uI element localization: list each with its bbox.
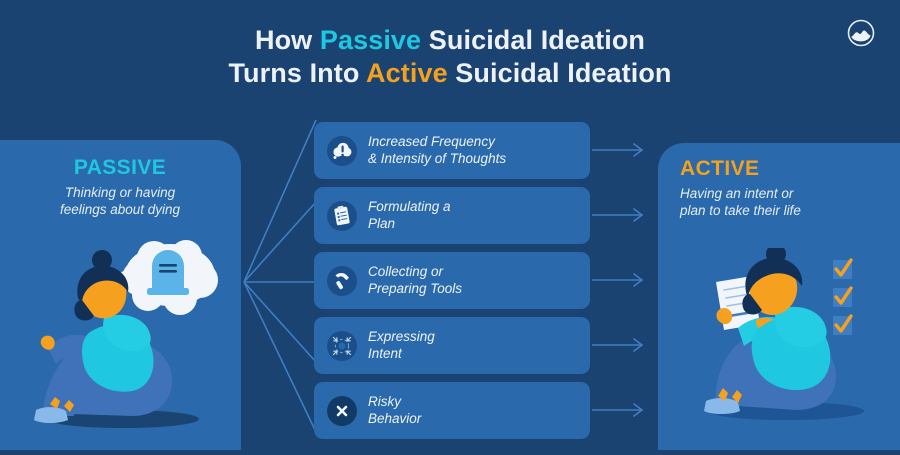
step-5-line-1: Risky — [368, 394, 401, 409]
passive-kicker: PASSIVE — [73, 156, 167, 179]
title-line2-pre: Turns Into — [228, 58, 367, 88]
title-line1-post: Suicidal Ideation — [421, 25, 646, 55]
checkmark-list — [833, 258, 853, 335]
active-illustration — [678, 244, 898, 450]
target-inward-arrows-icon — [327, 330, 357, 361]
clipboard-checklist-icon — [327, 200, 357, 231]
step-card-text: Formulating a Plan — [368, 199, 451, 232]
fan-line-2 — [243, 201, 317, 283]
step-4-line-1: Expressing — [368, 329, 435, 344]
step-arrow-3 — [591, 273, 644, 287]
passive-subtitle: Thinking or having feelings about dying — [20, 184, 220, 218]
title-highlight-passive: Passive — [319, 25, 422, 55]
step-card-collecting-tools[interactable]: Collecting or Preparing Tools — [314, 252, 590, 309]
circle-mountain-logo — [845, 17, 877, 49]
step-arrow-4 — [591, 338, 644, 352]
active-kicker: ACTIVE — [680, 157, 760, 180]
x-circle-icon — [327, 395, 357, 426]
step-card-text: Increased Frequency & Intensity of Thoug… — [368, 134, 506, 167]
step-arrow-5 — [591, 403, 644, 417]
step-3-line-2: Preparing Tools — [368, 280, 463, 296]
checkmark-box-1 — [833, 258, 853, 279]
title-line2-post: Suicidal Ideation — [447, 58, 672, 88]
step-5-line-2: Behavior — [368, 410, 422, 426]
fan-line-5 — [243, 281, 317, 433]
step-3-line-1: Collecting or — [368, 264, 444, 279]
checkmark-box-2 — [833, 286, 853, 307]
fan-line-4 — [243, 281, 317, 363]
step-card-list: Increased Frequency & Intensity of Thoug… — [314, 122, 590, 447]
step-1-line-2: & Intensity of Thoughts — [368, 150, 507, 166]
step-card-text: Expressing Intent — [368, 329, 435, 362]
step-card-text: Risky Behavior — [368, 394, 421, 427]
step-card-text: Collecting or Preparing Tools — [368, 264, 462, 297]
fan-connector-lines — [236, 110, 326, 440]
step-2-line-2: Plan — [368, 215, 396, 231]
page-title: How Passive Suicidal Ideation Turns Into… — [0, 24, 900, 90]
step-card-formulating-plan[interactable]: Formulating a Plan — [314, 187, 590, 244]
step-2-line-1: Formulating a — [368, 199, 451, 214]
step-1-line-1: Increased Frequency — [368, 134, 495, 149]
title-highlight-active: Active — [366, 58, 448, 88]
title-line1-pre: How — [254, 25, 320, 55]
step-card-risky-behavior[interactable]: Risky Behavior — [314, 382, 590, 439]
active-subtitle-line2: plan to take their life — [680, 203, 801, 218]
step-card-increased-frequency[interactable]: Increased Frequency & Intensity of Thoug… — [314, 122, 590, 179]
thought-cloud-exclamation-icon — [327, 135, 357, 166]
fan-line-1 — [243, 119, 317, 283]
title-line-2: Turns Into Active Suicidal Ideation — [0, 57, 900, 90]
checkmark-box-3 — [833, 314, 853, 335]
step-arrow-group — [591, 122, 656, 442]
hammer-icon — [327, 265, 357, 296]
passive-subtitle-line2: feelings about dying — [59, 202, 181, 217]
active-subtitle: Having an intent or plan to take their l… — [680, 185, 900, 219]
step-arrow-2 — [591, 208, 644, 222]
title-line-1: How Passive Suicidal Ideation — [0, 24, 900, 57]
step-arrow-1 — [591, 143, 644, 157]
passive-panel-header: PASSIVE Thinking or having feelings abou… — [20, 156, 220, 218]
step-card-expressing-intent[interactable]: Expressing Intent — [314, 317, 590, 374]
passive-illustration — [28, 238, 243, 443]
step-4-line-2: Intent — [368, 345, 402, 361]
passive-subtitle-line1: Thinking or having — [64, 185, 176, 200]
active-subtitle-line1: Having an intent or — [680, 186, 794, 201]
active-panel-header: ACTIVE Having an intent or plan to take … — [680, 157, 900, 219]
